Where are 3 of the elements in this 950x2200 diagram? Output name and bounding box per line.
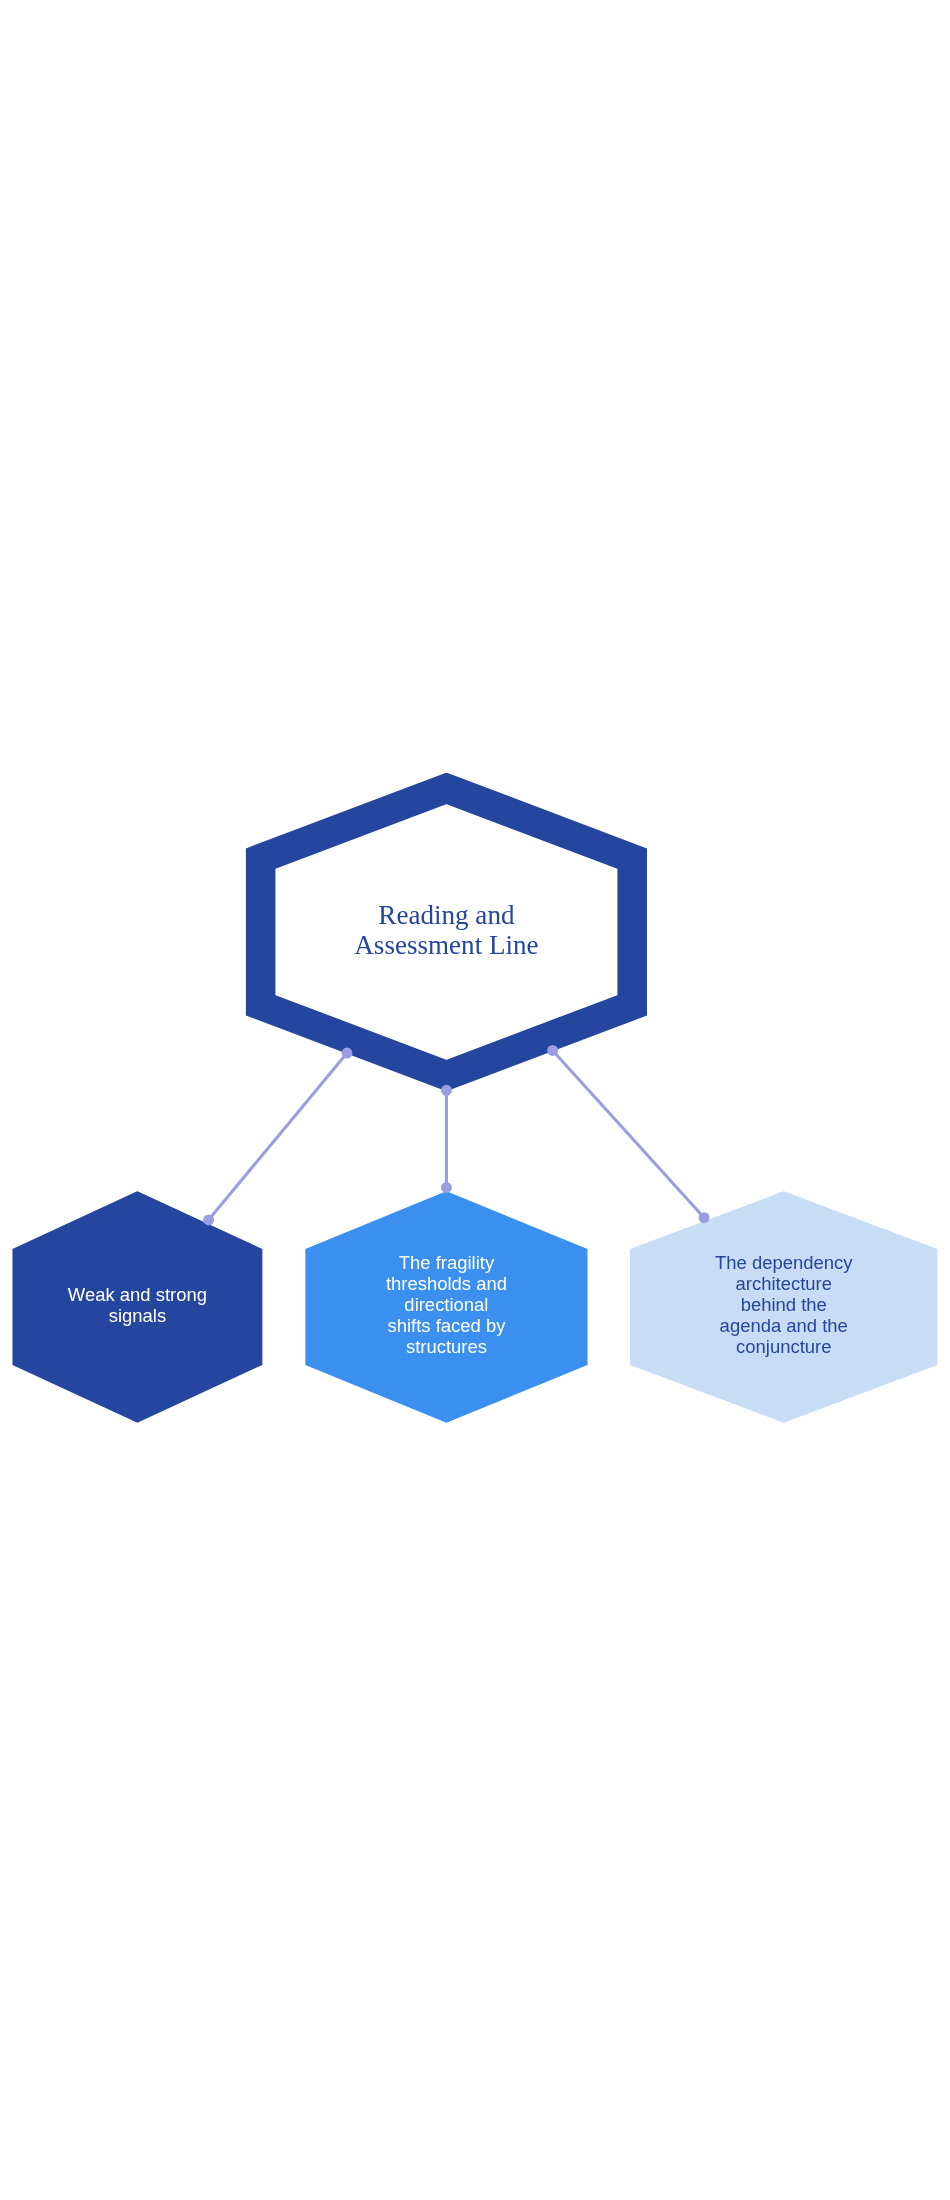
connector [203, 1047, 353, 1226]
connector [547, 1044, 710, 1224]
connector [440, 1084, 452, 1193]
